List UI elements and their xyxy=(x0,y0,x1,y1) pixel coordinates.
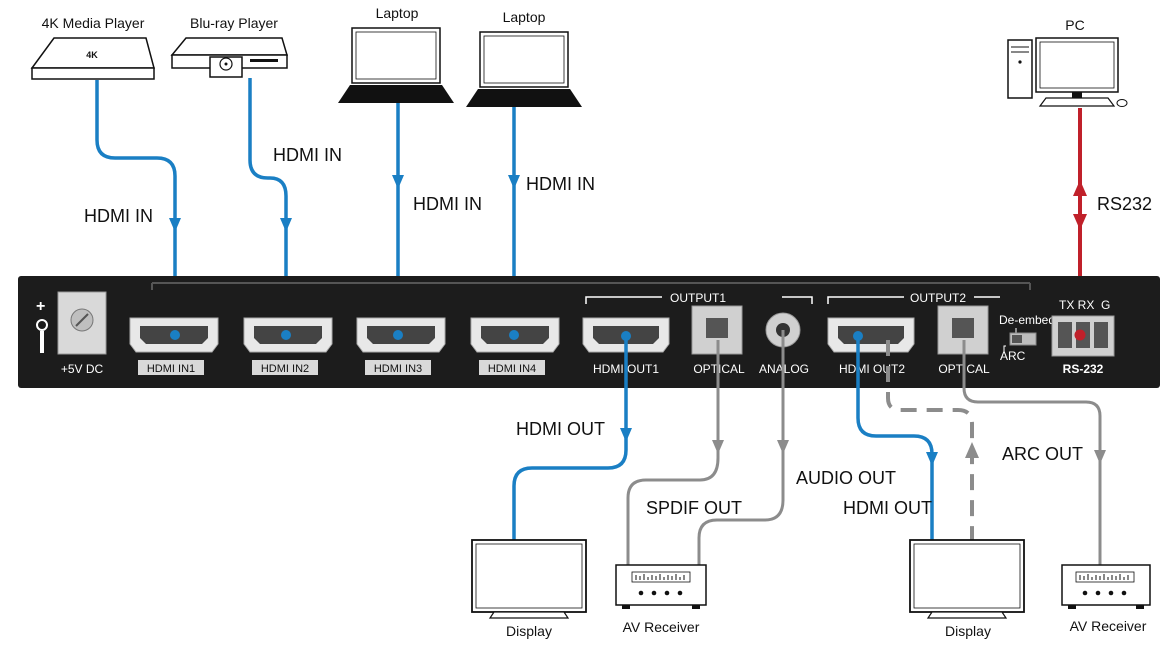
hdmi-in-label-2: HDMI IN xyxy=(273,145,342,165)
cable-arc-out xyxy=(962,340,1102,568)
av-receiver2-label: AV Receiver xyxy=(1070,618,1147,634)
arrow-hdmi-in-3 xyxy=(392,175,404,189)
hdmi-out2-label: HDMI OUT2 xyxy=(839,362,905,376)
arrow-hdmi-in-2 xyxy=(280,218,292,232)
arrow-spdif-out xyxy=(712,440,724,454)
arrow-arc-out xyxy=(1094,450,1106,464)
av-receiver1-label: AV Receiver xyxy=(623,619,700,635)
bluray-label: Blu-ray Player xyxy=(190,15,278,31)
rs232-arrow-up xyxy=(1073,180,1087,196)
output2-group-label: OUTPUT2 xyxy=(910,291,966,305)
hdmi-in2-plug xyxy=(281,330,291,340)
pc-label: PC xyxy=(1065,17,1084,33)
rs232-port-label: RS-232 xyxy=(1063,362,1104,376)
hdmi-in1-plug xyxy=(170,330,180,340)
hdmi-out-label-2: HDMI OUT xyxy=(843,498,932,518)
de-embed-label: De-embed xyxy=(999,313,1055,327)
audio-out-label: AUDIO OUT xyxy=(796,468,896,488)
hdmi-in-label-1: HDMI IN xyxy=(84,206,153,226)
rs232-arrow-down xyxy=(1073,214,1087,230)
laptop2-label: Laptop xyxy=(503,9,546,25)
laptop1-device xyxy=(338,27,454,103)
cable-spdif-out xyxy=(626,340,720,565)
cable-audio-out xyxy=(697,330,785,565)
arrow-hdmi-out-1 xyxy=(620,428,632,442)
hdmi-in3-label: HDMI IN3 xyxy=(374,363,422,375)
display2-label: Display xyxy=(945,623,991,639)
plus-icon: + xyxy=(36,298,45,315)
hdmi-out-label-1: HDMI OUT xyxy=(516,419,605,439)
cable-arc-return xyxy=(886,340,974,540)
arrow-audio-out xyxy=(777,440,789,454)
pc-device xyxy=(1007,37,1128,107)
media-player-device: 4K xyxy=(30,37,155,80)
hdmi-in4-label: HDMI IN4 xyxy=(488,363,536,375)
cable-hdmi-in-1 xyxy=(95,80,177,335)
arc-out-label: ARC OUT xyxy=(1002,444,1083,464)
rs232-connection-label: RS232 xyxy=(1097,194,1152,214)
hdmi-out2-port[interactable] xyxy=(827,317,915,353)
cable-hdmi-out-1 xyxy=(512,336,628,540)
optical1-port[interactable] xyxy=(691,305,743,355)
polarity-icon xyxy=(36,319,48,331)
display1-device xyxy=(471,539,587,619)
output1-group-label: OUTPUT1 xyxy=(670,291,726,305)
arrow-hdmi-in-4 xyxy=(508,175,520,189)
arc-label: ARC xyxy=(1000,349,1026,363)
cable-hdmi-out-2 xyxy=(856,336,934,540)
display2-device xyxy=(909,539,1025,619)
power-label: +5V DC xyxy=(61,362,104,376)
cable-hdmi-in-2 xyxy=(248,78,288,335)
hdmi-in2-label: HDMI IN2 xyxy=(261,363,309,375)
arrow-arc-return xyxy=(965,442,979,458)
arrow-hdmi-in-1 xyxy=(169,218,181,232)
rs232-plug xyxy=(1074,329,1086,341)
rs232-pin-labels: TX RX G xyxy=(1059,298,1110,312)
spdif-out-label: SPDIF OUT xyxy=(646,498,742,518)
laptop1-label: Laptop xyxy=(376,5,419,21)
hdmi-in4-plug xyxy=(509,330,519,340)
media-player-badge: 4K xyxy=(86,50,98,60)
hdmi-in1-label: HDMI IN1 xyxy=(147,363,195,375)
bluray-device xyxy=(170,37,289,78)
optical2-port[interactable] xyxy=(937,305,989,355)
hdmi-in-label-4: HDMI IN xyxy=(526,174,595,194)
arrow-hdmi-out-2 xyxy=(926,452,938,466)
av-receiver2-device xyxy=(1061,564,1151,609)
av-receiver1-device xyxy=(615,564,707,609)
display1-label: Display xyxy=(506,623,552,639)
hdmi-in3-plug xyxy=(393,330,403,340)
laptop2-device xyxy=(466,31,582,107)
media-player-label: 4K Media Player xyxy=(42,15,145,31)
hdmi-in-label-3: HDMI IN xyxy=(413,194,482,214)
